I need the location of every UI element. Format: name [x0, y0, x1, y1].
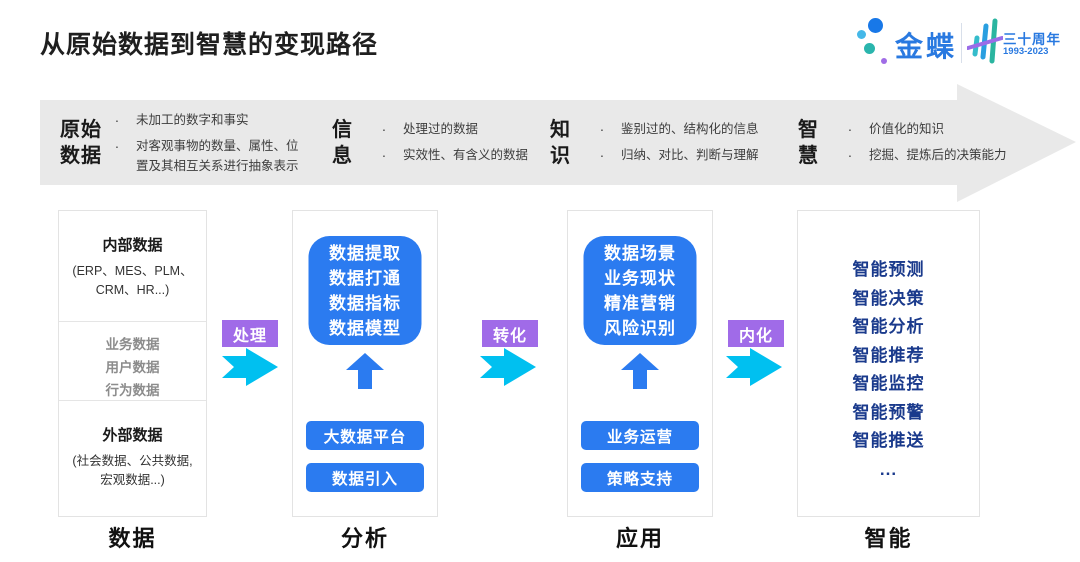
stage-point-text: 处理过的数据 [403, 122, 479, 136]
big-data-platform-button: 大数据平台 [306, 421, 424, 450]
business-operation-button: 业务运营 [581, 421, 699, 450]
column-label-analysis: 分析 [340, 526, 389, 551]
stage-point-text: 实效性、有含义的数据 [403, 148, 529, 162]
bullet-dot-icon: · [599, 147, 605, 163]
intelligence-panel: 智能预测 智能决策 智能分析 智能推荐 智能监控 智能预警 智能推送 ... [797, 210, 980, 517]
internal-data-section: 内部数据 (ERP、MES、PLM、 CRM、HR...) [59, 211, 206, 322]
logo-dot-icon [868, 18, 883, 33]
banner-stage-raw-data: 原始 数据 · 未加工的数字和事实 · 对客观事物的数量、属性、位置及其相互关系… [60, 100, 310, 185]
stage-term: 智 慧 [798, 118, 819, 167]
strategy-support-button: 策略支持 [581, 463, 699, 492]
data-type-item: 行为数据 [105, 383, 160, 398]
connector-badge-transform: 转化 [482, 320, 538, 347]
bullet-dot-icon: · [847, 121, 853, 137]
analysis-panel: 数据提取 数据打通 数据指标 数据模型 大数据平台 数据引入 [292, 210, 438, 517]
data-import-button: 数据引入 [306, 463, 424, 492]
intelligence-list: 智能预测 智能决策 智能分析 智能推荐 智能监控 智能预警 智能推送 ... [798, 211, 979, 484]
stage-point-text: 鉴别过的、结构化的信息 [621, 122, 759, 136]
column-label-data: 数据 [108, 526, 157, 551]
bullet-dot-icon: · [381, 147, 387, 163]
data-type-item: 用户数据 [105, 360, 160, 375]
stage-point-text: 未加工的数字和事实 [136, 112, 249, 127]
data-type-item: 业务数据 [105, 337, 160, 352]
right-arrow-icon [480, 348, 536, 386]
stage-point-text: 归纳、对比、判断与理解 [621, 148, 759, 162]
analysis-highlight-box: 数据提取 数据打通 数据指标 数据模型 [308, 236, 422, 345]
connector-badge-internalize: 内化 [728, 320, 784, 347]
anniversary-mark-icon [967, 18, 1003, 64]
section-title: 内部数据 [102, 237, 163, 254]
data-types-section: 业务数据 用户数据 行为数据 [59, 322, 206, 401]
page-title: 从原始数据到智慧的变现路径 [40, 31, 379, 59]
logo-dot-icon [857, 30, 866, 39]
bullet-dot-icon: · [847, 147, 853, 163]
up-arrow-icon [621, 353, 659, 389]
stage-term: 原始 数据 [60, 118, 102, 167]
application-highlight-box: 数据场景 业务现状 精准营销 风险识别 [583, 236, 697, 345]
right-arrow-icon [726, 348, 782, 386]
bullet-dot-icon: · [381, 121, 387, 137]
banner-stage-information: 信 息 · 处理过的数据 · 实效性、有含义的数据 [332, 100, 528, 185]
section-detail: (社会数据、公共数据, 宏观数据...) [72, 454, 193, 487]
kingdee-logo: 金蝶 三十周年 1993-2023 [855, 16, 1065, 72]
stage-point: · 鉴别过的、结构化的信息 [595, 119, 759, 140]
stage-point: · 未加工的数字和事实 [110, 110, 310, 131]
stage-point: · 处理过的数据 [377, 119, 528, 140]
stage-term: 知 识 [550, 118, 571, 167]
section-detail: (ERP、MES、PLM、 CRM、HR...) [72, 264, 193, 297]
banner-stage-knowledge: 知 识 · 鉴别过的、结构化的信息 · 归纳、对比、判断与理解 [550, 100, 759, 185]
logo-dot-icon [864, 43, 875, 54]
bullet-dot-icon: · [599, 121, 605, 137]
stage-point-text: 价值化的知识 [869, 122, 945, 136]
stage-point-text: 对客观事物的数量、属性、位置及其相互关系进行抽象表示 [136, 138, 299, 173]
application-panel: 数据场景 业务现状 精准营销 风险识别 业务运营 策略支持 [567, 210, 713, 517]
stage-point: · 挖掘、提炼后的决策能力 [843, 145, 1007, 166]
stage-point: · 归纳、对比、判断与理解 [595, 145, 759, 166]
banner-stage-wisdom: 智 慧 · 价值化的知识 · 挖掘、提炼后的决策能力 [798, 100, 1007, 185]
list-item: 智能决策 [852, 288, 925, 308]
connector-badge-process: 处理 [222, 320, 278, 347]
anniversary-label: 三十周年 [1003, 32, 1061, 47]
stage-point-text: 挖掘、提炼后的决策能力 [869, 148, 1007, 162]
stage-point: · 价值化的知识 [843, 119, 1007, 140]
logo-divider [961, 23, 962, 63]
bullet-dot-icon: · [114, 137, 120, 154]
list-item-ellipsis: ... [879, 459, 898, 479]
right-arrow-icon [222, 348, 278, 386]
data-sources-panel: 内部数据 (ERP、MES、PLM、 CRM、HR...) 业务数据 用户数据 … [58, 210, 207, 517]
stage-term: 信 息 [332, 118, 353, 167]
column-label-application: 应用 [615, 526, 664, 551]
list-item: 智能预警 [852, 402, 925, 422]
list-item: 智能分析 [852, 317, 925, 336]
list-item: 智能预测 [852, 260, 925, 279]
list-item: 智能监控 [852, 374, 925, 393]
list-item: 智能推荐 [852, 345, 925, 365]
up-arrow-icon [346, 353, 384, 389]
anniversary-years: 1993-2023 [1003, 46, 1049, 57]
section-title: 外部数据 [102, 427, 163, 444]
banner-arrow-shape [40, 84, 1076, 202]
list-item: 智能推送 [852, 431, 925, 450]
stage-point: · 对客观事物的数量、属性、位置及其相互关系进行抽象表示 [110, 136, 310, 176]
bullet-dot-icon: · [114, 111, 120, 128]
external-data-section: 外部数据 (社会数据、公共数据, 宏观数据...) [59, 401, 206, 490]
stage-point: · 实效性、有含义的数据 [377, 145, 528, 166]
brand-name: 金蝶 [895, 31, 958, 62]
logo-dot-icon [881, 58, 887, 64]
column-label-intelligence: 智能 [864, 526, 913, 551]
